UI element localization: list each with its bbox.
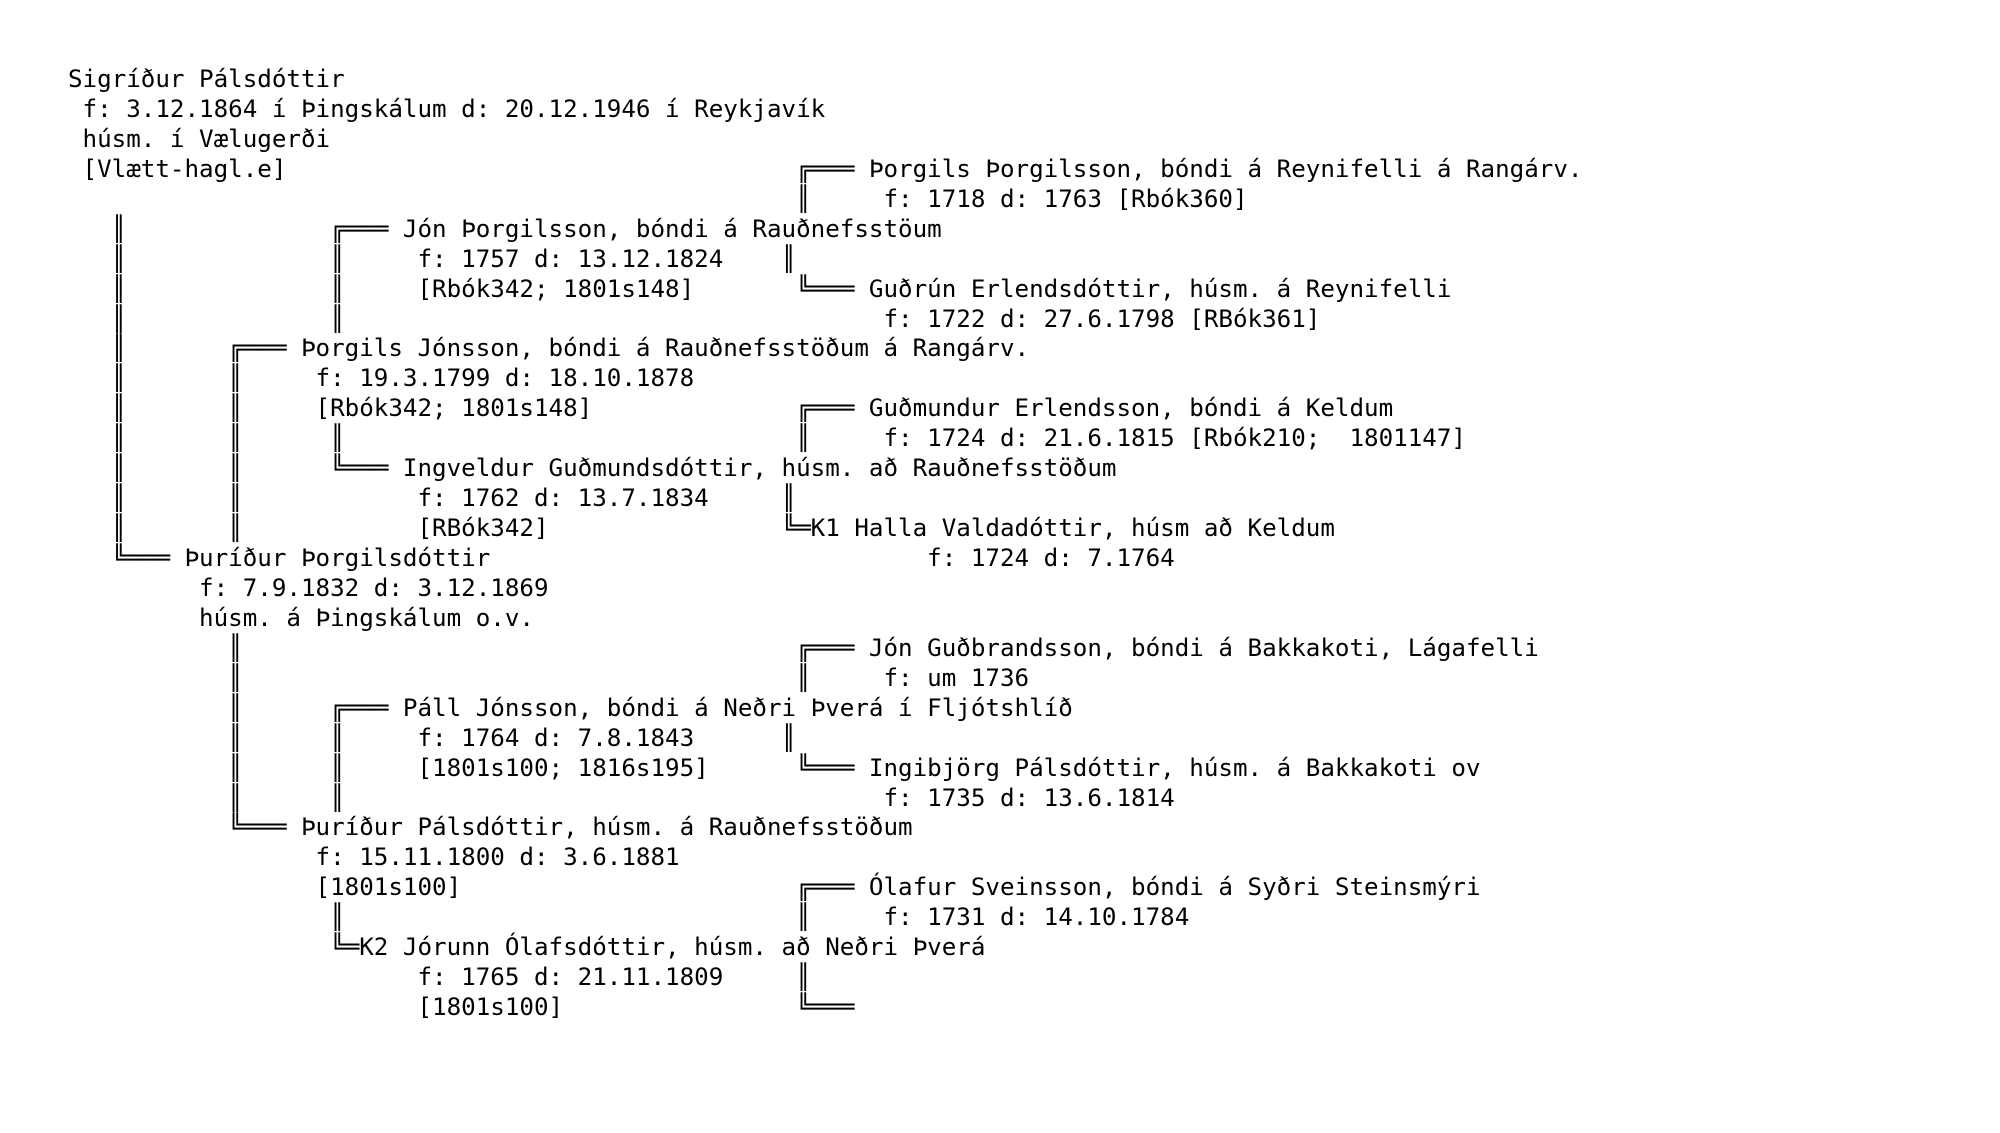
tree-line: ║ ║ [Rbók342; 1801s148] ╚═══ Guðrún Erle…: [68, 274, 1452, 303]
tree-line: ║ ║ f: um 1736: [68, 663, 1030, 692]
tree-line: ║ ║ f: 1762 d: 13.7.1834 ║: [68, 484, 797, 513]
tree-line: ║ ╔═══ Þorgils Jónsson, bóndi á Rauðnefs…: [68, 334, 1030, 363]
tree-line: Sigríður Pálsdóttir: [68, 65, 345, 93]
tree-line: f: 15.11.1800 d: 3.6.1881: [68, 843, 680, 872]
tree-line: f: 1765 d: 21.11.1809 ║: [68, 963, 811, 992]
tree-line: ║ ║ ║ ║ f: 1724 d: 21.6.1815 [Rbók210; 1…: [68, 424, 1466, 453]
tree-line: ║ ║ f: 1757 d: 13.12.1824 ║: [68, 244, 797, 273]
tree-line: f: 3.12.1864 í Þingskálum d: 20.12.1946 …: [68, 94, 826, 123]
tree-line: ║ ║ [1801s100; 1816s195] ╚═══ Ingibjörg …: [68, 753, 1481, 782]
tree-line: ║ ║ f: 1764 d: 7.8.1843 ║: [68, 723, 797, 752]
tree-line: húsm. í Vælugerði: [68, 124, 331, 153]
tree-line: ╚═══ Þuríður Þorgilsdóttir f: 1724 d: 7.…: [68, 544, 1175, 572]
tree-line: [1801s100] ╔═══ Ólafur Sveinsson, bóndi …: [68, 873, 1481, 902]
tree-line: ║ ║ f: 1735 d: 13.6.1814: [68, 783, 1175, 812]
tree-line: ║ ╔═══ Páll Jónsson, bóndi á Neðri Þverá…: [68, 693, 1073, 722]
tree-line: ║ ║ [Rbók342; 1801s148] ╔═══ Guðmundur E…: [68, 394, 1394, 423]
tree-line: [Vlætt-hagl.e] ╔═══ Þorgils Þorgilsson, …: [68, 154, 1583, 183]
tree-line: ╚═K2 Jórunn Ólafsdóttir, húsm. að Neðri …: [68, 933, 986, 962]
tree-line: ║ ║ f: 19.3.1799 d: 18.10.1878: [68, 364, 695, 393]
tree-line: ║ ╔═══ Jón Guðbrandsson, bóndi á Bakkako…: [68, 633, 1539, 662]
tree-line: ║ ║ f: 1722 d: 27.6.1798 [RBók361]: [68, 304, 1321, 333]
tree-line: ║ ╔═══ Jón Þorgilsson, bóndi á Rauðnefss…: [68, 214, 942, 243]
tree-line: ╚═══ Þuríður Pálsdóttir, húsm. á Rauðnef…: [68, 813, 913, 842]
tree-line: ║ ║ [RBók342] ╚═K1 Halla Valdadóttir, hú…: [68, 514, 1335, 543]
tree-line: ║ ║ f: 1731 d: 14.10.1784: [68, 903, 1190, 932]
tree-line: [1801s100] ╚═══: [68, 993, 855, 1022]
tree-line: húsm. á Þingskálum o.v.: [68, 603, 534, 632]
tree-line: f: 7.9.1832 d: 3.12.1869: [68, 573, 549, 602]
genealogy-tree: Sigríður Pálsdóttir f: 3.12.1864 í Þings…: [68, 65, 1582, 1023]
tree-line: ║ ║ ╚═══ Ingveldur Guðmundsdóttir, húsm.…: [68, 454, 1117, 483]
tree-line: ║ f: 1718 d: 1763 [Rbók360]: [68, 184, 1248, 213]
